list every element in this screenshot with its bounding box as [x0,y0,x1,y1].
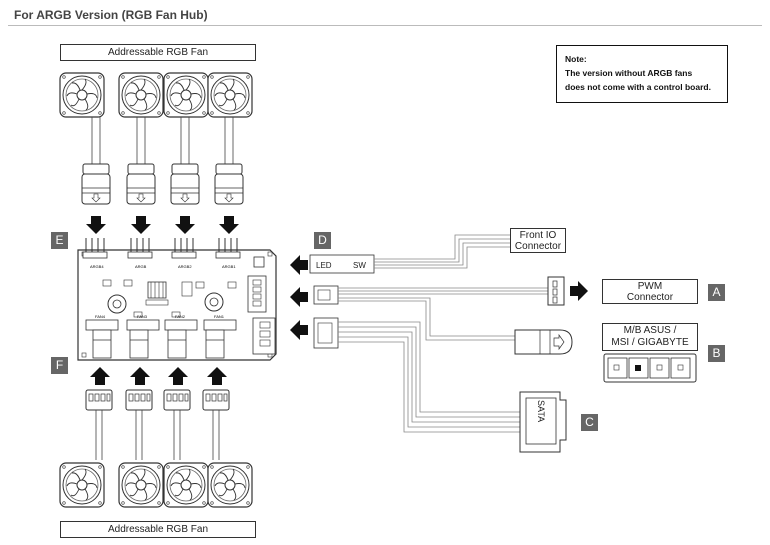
up-arrow-3-icon [168,367,188,385]
board-label-fan1: FAN1 [214,314,225,319]
pwm-line-1: PWM [637,281,663,292]
up-arrow-4-icon [207,367,227,385]
front-io-wires [374,234,510,269]
pwm-connector-label: PWM Connector [602,279,698,304]
left-arrow-power-icon [290,320,308,340]
board-label-fan4: FAN4 [95,314,106,319]
front-io-line-2: Connector [514,241,562,252]
bottom-fan-2-icon [118,462,164,508]
note-line-2: does not come with a control board. [565,82,711,92]
pwm-wires [338,287,548,341]
sata-connector-icon: SATA [519,391,567,453]
pwm-plug-icon [547,276,565,306]
left-arrow-pwm-icon [290,287,308,307]
bottom-fan-1-icon [59,462,105,508]
left-arrow-led-icon [290,255,308,275]
tag-d: D [314,232,331,249]
bottom-fan-cables [95,410,220,460]
argb-plug-1-icon [81,163,111,205]
tag-e: E [51,232,68,249]
pwm-input-connector [313,285,339,305]
bottom-plug-pins [88,393,228,402]
mb-pin-connector [603,353,697,383]
tag-f: F [51,357,68,374]
mb-label: M/B ASUS / MSI / GIGABYTE [602,323,698,351]
note-heading: Note: [565,54,587,64]
top-fan-4-icon [207,72,253,118]
board-label-argb4: ARGB4 [90,264,104,269]
led-sw-connector: LED SW [309,254,375,274]
down-arrow-1-icon [86,216,106,234]
bottom-fan-3-icon [163,462,209,508]
bottom-fan-label: Addressable RGB Fan [60,521,256,538]
board-label-fan3: FAN3 [137,314,148,319]
argb-plug-4-icon [214,163,244,205]
power-input-connector [313,317,339,349]
board-label-argb1: ARGB1 [222,264,236,269]
sw-label: SW [353,261,366,270]
bottom-fan-plugs [85,389,230,411]
up-arrow-2-icon [130,367,150,385]
argb-plug-3-icon [170,163,200,205]
led-label: LED [316,261,332,270]
page-title: For ARGB Version (RGB Fan Hub) [14,8,208,22]
tag-c: C [581,414,598,431]
board-label-argb2: ARGB2 [178,264,192,269]
mb-connector-icon [514,329,573,355]
front-io-line-1: Front IO [519,230,557,241]
sata-label: SATA [536,400,546,422]
tag-b: B [708,345,725,362]
tag-a: A [708,284,725,301]
down-arrow-4-icon [219,216,239,234]
argb-plug-2-icon [126,163,156,205]
down-arrow-2-icon [131,216,151,234]
mb-line-2: MSI / GIGABYTE [611,337,689,348]
board-label-argb: ARGB [135,264,147,269]
sata-wires [338,321,520,433]
mb-line-1: M/B ASUS / [623,325,677,336]
front-io-label: Front IO Connector [510,228,566,253]
top-fan-label: Addressable RGB Fan [60,44,256,61]
control-board: ARGB4 ARGB ARGB2 ARGB1 FAN4 F [77,238,277,361]
top-fan-cables [91,117,234,164]
title-divider [8,25,762,26]
top-fan-2-icon [118,72,164,118]
board-label-fan2: FAN2 [175,314,186,319]
bottom-fan-4-icon [207,462,253,508]
up-arrow-1-icon [90,367,110,385]
top-fan-1-icon [59,72,105,118]
pwm-line-2: Connector [626,292,674,303]
top-fan-3-icon [163,72,209,118]
pwm-right-arrow-icon [570,281,588,301]
note-line-1: The version without ARGB fans [565,68,693,78]
note-box: Note: The version without ARGB fans does… [556,45,728,103]
down-arrow-3-icon [175,216,195,234]
